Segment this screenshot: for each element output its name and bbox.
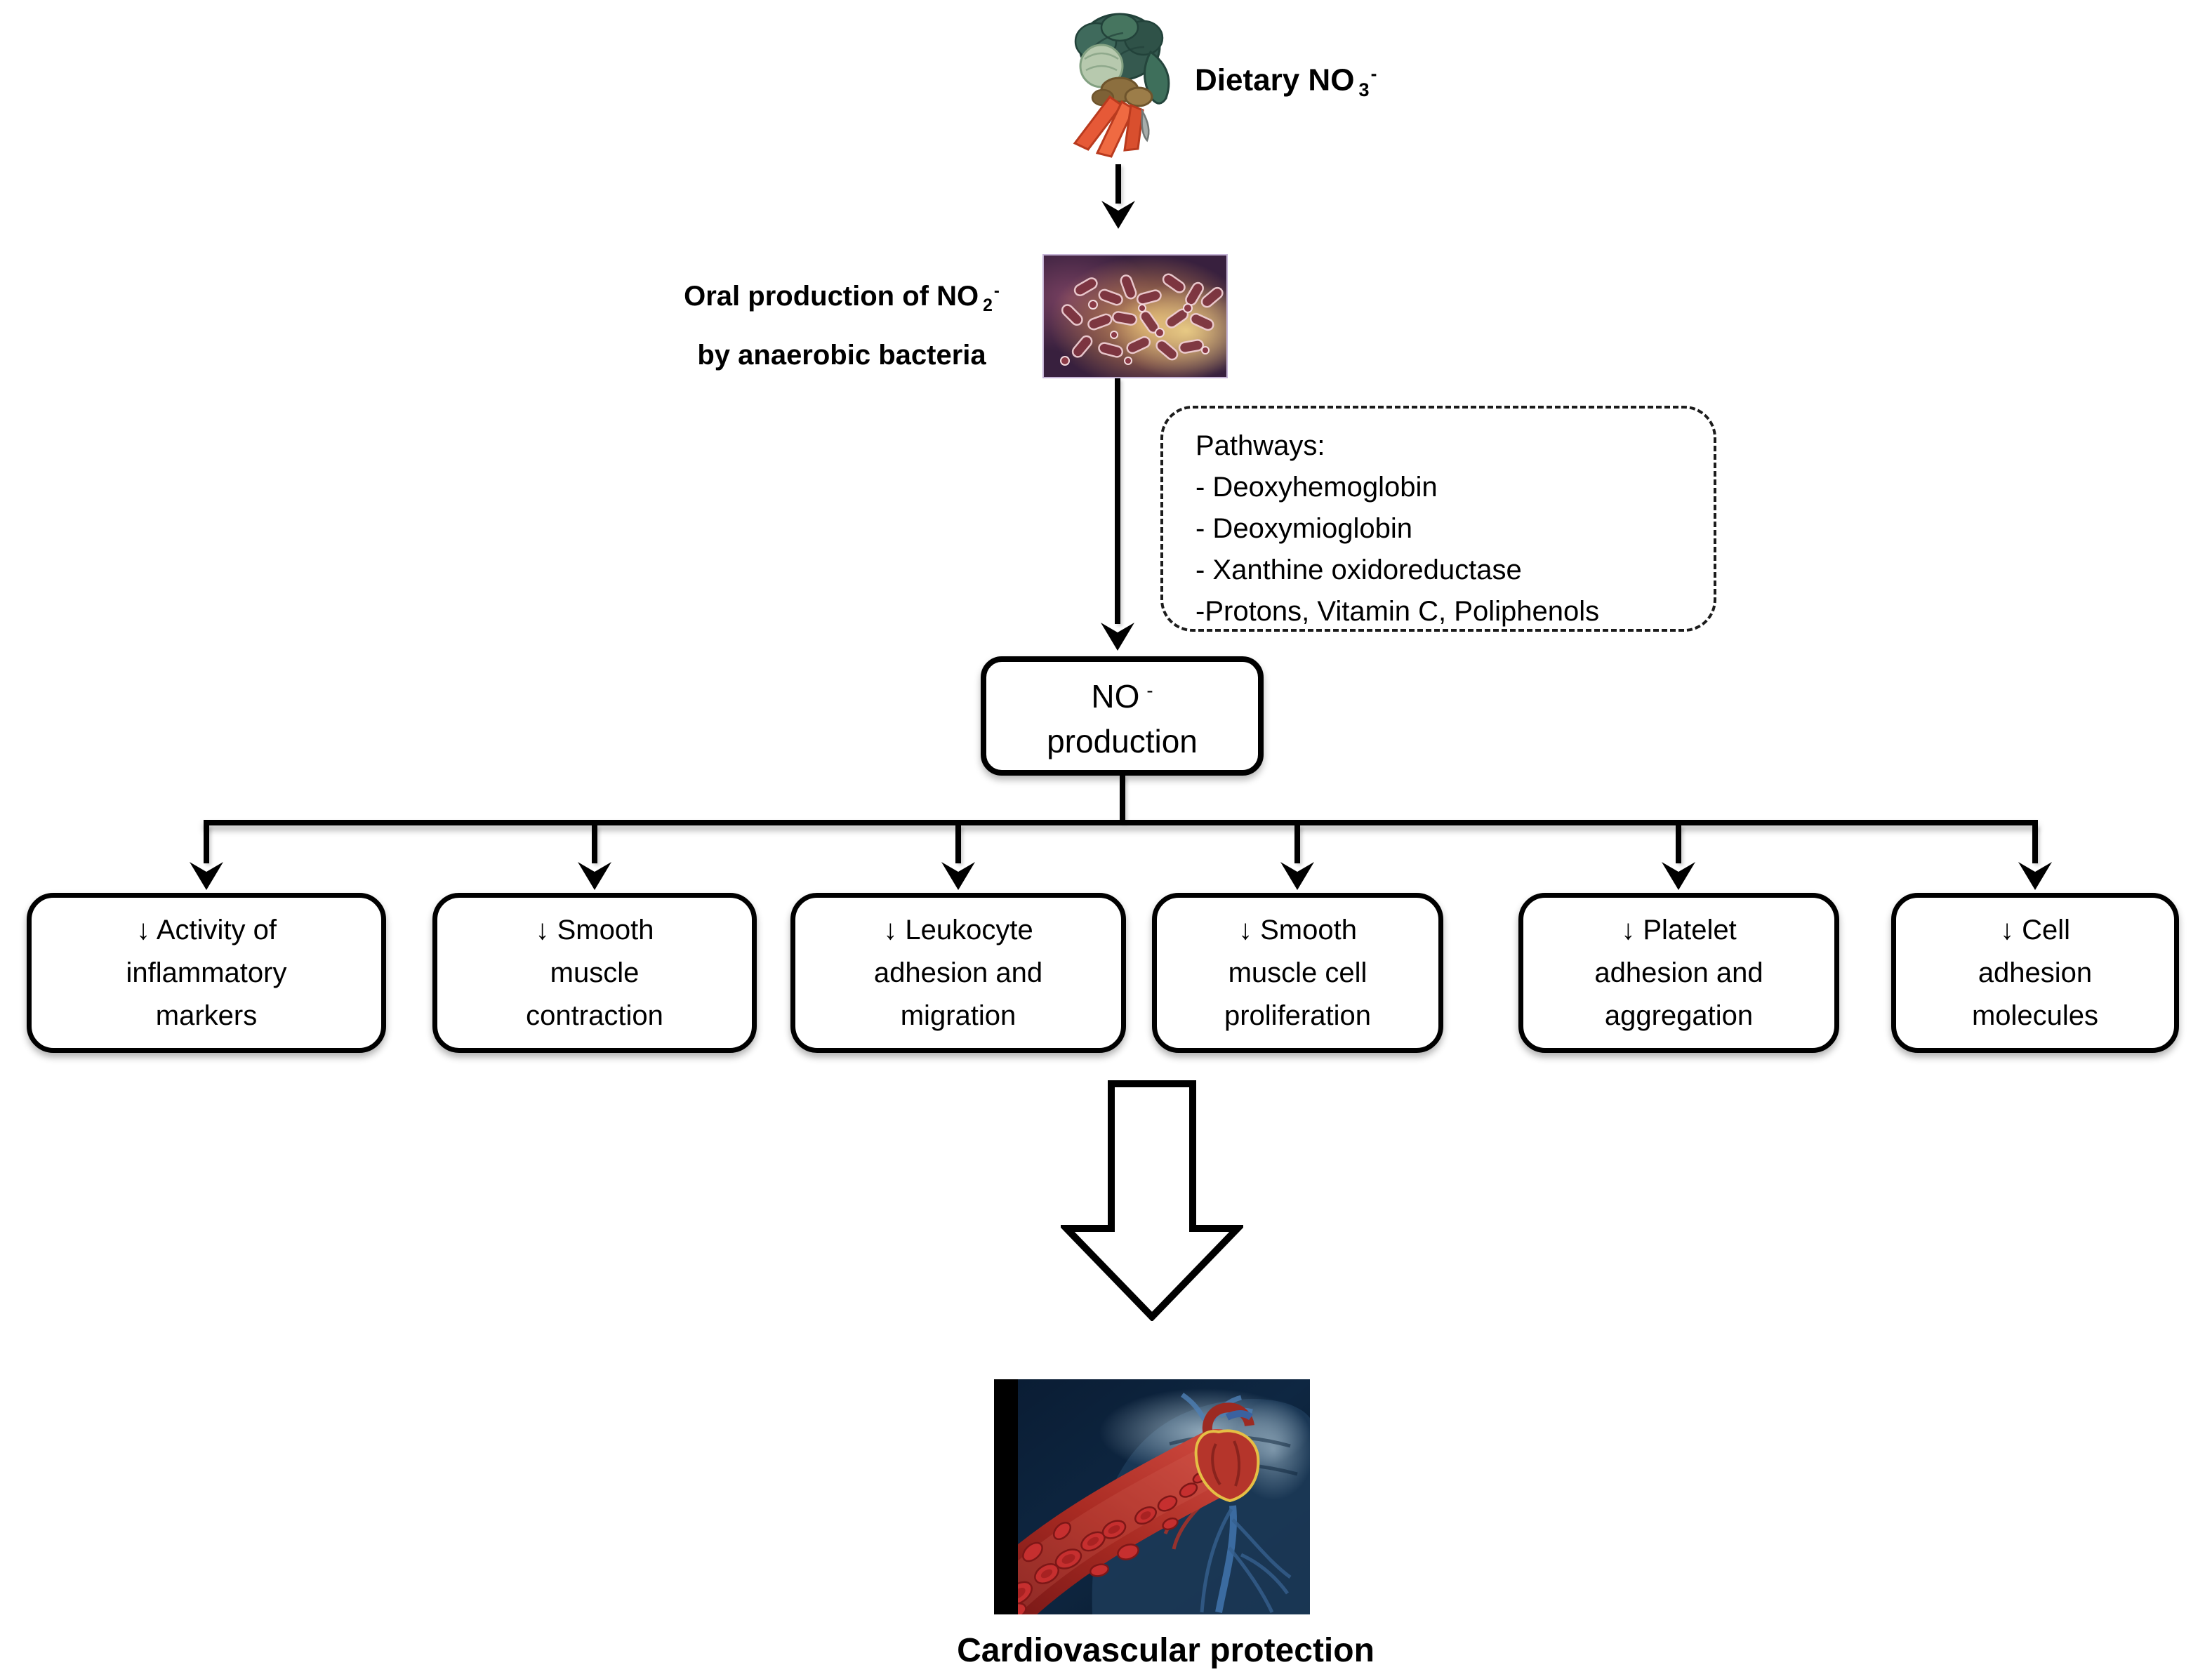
- no-production-superscript: -: [1146, 679, 1153, 701]
- branch-drop-line: [1676, 825, 1681, 863]
- bacteria-image: [1042, 254, 1228, 378]
- branch-horizontal-line: [204, 820, 2038, 825]
- branch-drop-line: [955, 825, 961, 863]
- effect-box-inflammatory-markers: ↓ Activity of inflammatory markers: [27, 893, 386, 1053]
- branch-drop-line: [204, 825, 209, 863]
- pathways-box: Pathways: - Deoxyhemoglobin - Deoxymiogl…: [1160, 406, 1716, 632]
- branch-drop-line: [2032, 825, 2038, 863]
- bacteria-micrograph-icon: [1044, 255, 1226, 377]
- dietary-no3-superscript: -: [1370, 63, 1377, 84]
- arrow-veg-to-bacteria-line: [1115, 164, 1121, 204]
- oral-production-line2: by anaerobic bacteria: [697, 339, 986, 371]
- effect-box-smooth-muscle-contraction: ↓ Smooth muscle contraction: [432, 893, 757, 1053]
- effect-box-line: markers: [155, 1000, 258, 1031]
- cardiovascular-illustration-icon: [994, 1379, 1310, 1614]
- effect-box-line: molecules: [1971, 1000, 2099, 1031]
- effect-box-line: aggregation: [1604, 1000, 1754, 1031]
- oral-line1-subscript: 2: [983, 296, 993, 315]
- down-arrowhead-icon: [190, 862, 223, 890]
- effect-box-line: ↓ Activity of: [135, 914, 277, 945]
- branch-drop-line: [1294, 825, 1300, 863]
- down-arrowhead-icon: [941, 862, 975, 890]
- no-production-text: NO: [1091, 678, 1140, 715]
- effect-box-line: inflammatory: [126, 957, 287, 988]
- arrow-bacteria-to-no-line: [1115, 378, 1120, 624]
- effect-box-line: muscle: [550, 957, 640, 988]
- down-arrowhead-icon: [1280, 862, 1314, 890]
- effect-box-line: ↓ Leukocyte: [883, 914, 1033, 945]
- pathway-item: - Xanthine oxidoreductase: [1196, 555, 1522, 585]
- no-production-line1: NO-: [1091, 668, 1153, 719]
- dietary-no3-text: Dietary NO: [1195, 62, 1355, 98]
- vegetables-illustration-icon: [1073, 13, 1170, 158]
- down-arrowhead-icon: [1101, 623, 1134, 651]
- pathways-title: Pathways:: [1196, 430, 1325, 461]
- heart-image: [994, 1379, 1310, 1614]
- branch-drop-line: [592, 825, 597, 863]
- cardiovascular-protection-label: Cardiovascular protection: [957, 1632, 1375, 1669]
- effect-box-line: contraction: [526, 1000, 663, 1031]
- branch-stem-line: [1120, 776, 1125, 823]
- no-production-box: NO- production: [981, 656, 1264, 776]
- down-arrowhead-icon: [578, 862, 611, 890]
- vegetables-image: [1057, 8, 1183, 159]
- effect-box-line: adhesion: [1978, 957, 2093, 988]
- effect-box-line: adhesion and: [1594, 957, 1763, 988]
- effect-box-line: adhesion and: [873, 957, 1043, 988]
- effect-box-line: muscle cell: [1228, 957, 1367, 988]
- effect-box-line: proliferation: [1224, 1000, 1371, 1031]
- down-arrowhead-icon: [2018, 862, 2052, 890]
- effect-box-line: ↓ Smooth: [535, 914, 654, 945]
- pathway-item: - Deoxymioglobin: [1196, 513, 1413, 544]
- effect-box-line: ↓ Smooth: [1238, 914, 1357, 945]
- effect-box-line: ↓ Platelet: [1621, 914, 1737, 945]
- effect-box-cell-adhesion-molecules: ↓ Cell adhesion molecules: [1891, 893, 2179, 1053]
- effect-box-leukocyte-adhesion: ↓ Leukocyte adhesion and migration: [790, 893, 1126, 1053]
- effect-box-line: ↓ Cell: [1999, 914, 2071, 945]
- oral-line1-text: Oral production of NO: [684, 281, 979, 312]
- big-down-arrow-icon: [1061, 1080, 1243, 1321]
- oral-line1-superscript: -: [993, 281, 1000, 300]
- down-arrowhead-icon: [1662, 862, 1695, 890]
- effect-box-line: migration: [900, 1000, 1016, 1031]
- pathway-item: -Protons, Vitamin C, Poliphenols: [1196, 596, 1600, 627]
- no-production-line2: production: [1047, 723, 1198, 760]
- effect-box-smooth-muscle-proliferation: ↓ Smooth muscle cell proliferation: [1152, 893, 1443, 1053]
- dietary-no3-subscript: 3: [1358, 78, 1370, 100]
- effect-box-platelet-adhesion: ↓ Platelet adhesion and aggregation: [1518, 893, 1839, 1053]
- down-arrowhead-icon: [1101, 201, 1135, 229]
- pathway-item: - Deoxyhemoglobin: [1196, 472, 1438, 503]
